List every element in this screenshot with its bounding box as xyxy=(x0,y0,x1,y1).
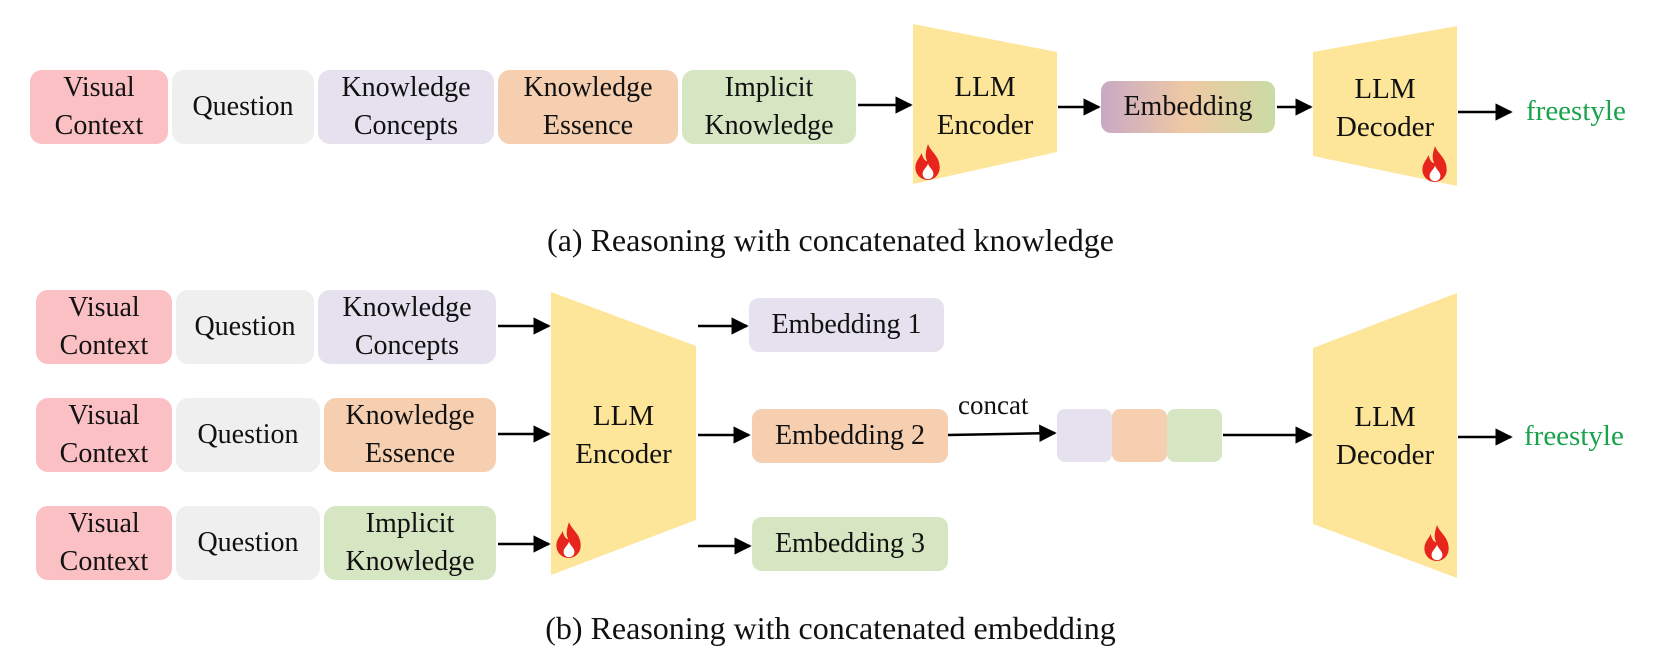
embedding-1-box: Embedding 1 xyxy=(749,298,944,352)
implicit-knowledge-box-b3: Implicit Knowledge xyxy=(324,506,496,580)
caption-a: (a) Reasoning with concatenated knowledg… xyxy=(547,222,1114,258)
llm-decoder-a-shape xyxy=(1313,26,1457,186)
visual-context-box-b3: Visual Context xyxy=(36,506,172,580)
llm-encoder-b-label: LLM Encoder xyxy=(575,400,672,470)
knowledge-concepts-box-a: Knowledge Concepts xyxy=(318,70,494,144)
concat-label: concat xyxy=(958,390,1029,420)
concat-block-2 xyxy=(1112,409,1167,462)
embedding-box-a: Embedding xyxy=(1101,81,1275,133)
knowledge-essence-box-a: Knowledge Essence xyxy=(498,70,678,144)
concat-block-1 xyxy=(1057,409,1112,462)
caption-b: (b) Reasoning with concatenated embeddin… xyxy=(545,610,1116,646)
question-box-a: Question xyxy=(172,70,314,144)
concat-block-3 xyxy=(1167,409,1222,462)
knowledge-essence-box-b2: Knowledge Essence xyxy=(324,398,496,472)
llm-decoder-a-label: LLM Decoder xyxy=(1335,73,1435,143)
llm-decoder-b-shape xyxy=(1313,293,1457,578)
output-text-a: freestyle xyxy=(1526,95,1626,127)
output-text-b: freestyle xyxy=(1524,420,1624,452)
llm-encoder-b-shape xyxy=(551,292,696,575)
llm-encoder-a-label: LLM Encoder xyxy=(936,71,1034,141)
visual-context-box-b1: Visual Context xyxy=(36,290,172,364)
llm-decoder-b-label: LLM Decoder xyxy=(1335,401,1435,471)
question-box-b1: Question xyxy=(176,290,314,364)
question-box-b2: Question xyxy=(176,398,320,472)
arrow-concat xyxy=(947,424,1057,443)
visual-context-box-b2: Visual Context xyxy=(36,398,172,472)
knowledge-concepts-box-b1: Knowledge Concepts xyxy=(318,290,496,364)
embedding-3-box: Embedding 3 xyxy=(752,517,948,571)
llm-encoder-a-shape xyxy=(913,24,1057,184)
question-box-b3: Question xyxy=(176,506,320,580)
implicit-knowledge-box-a: Implicit Knowledge xyxy=(682,70,856,144)
visual-context-box-a: Visual Context xyxy=(30,70,168,144)
embedding-2-box: Embedding 2 xyxy=(752,409,948,463)
